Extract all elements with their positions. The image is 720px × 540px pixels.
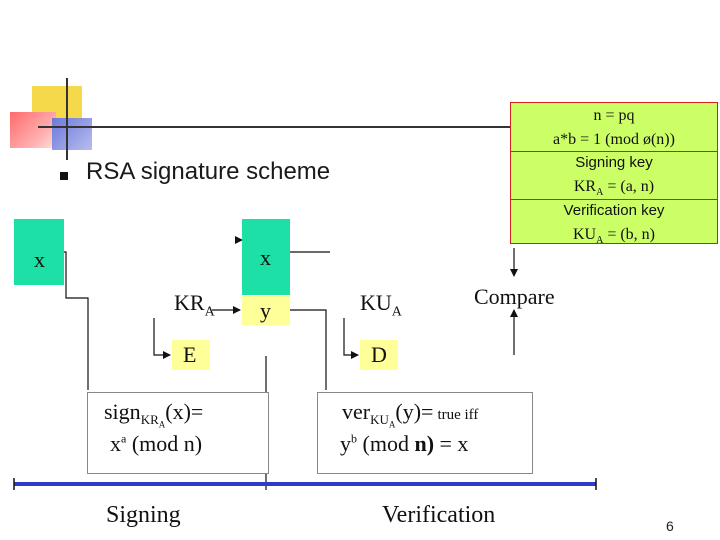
verification-formula-box: verKUA(y)=true iff yb (mod n) = x <box>317 392 533 474</box>
message-x-label: x <box>260 245 271 270</box>
key-info-box: n = pq a*b = 1 (mod ø(n)) Signing key KR… <box>510 102 718 247</box>
signing-caption: Signing <box>106 502 181 528</box>
info-separator <box>511 151 717 152</box>
input-x-label: x <box>34 247 45 272</box>
page-number: 6 <box>666 518 674 534</box>
signing-formula-line1: signKRA(x)= <box>104 399 204 430</box>
info-exponent-relation: a*b = 1 (mod ø(n)) <box>553 131 675 148</box>
input-to-signing-line <box>64 251 89 390</box>
info-verification-key-value: KUA = (b, n) <box>572 226 656 247</box>
info-separator <box>511 199 717 200</box>
signing-formula-line2: xa (mod n) <box>110 431 203 456</box>
decrypt-box: D <box>360 340 398 370</box>
signature-y-box: y <box>242 296 290 325</box>
verification-caption: Verification <box>382 502 496 528</box>
signature-y-label: y <box>260 298 271 323</box>
verification-key-label: KUA <box>360 290 402 320</box>
message-x-box: x <box>242 219 290 295</box>
info-verification-key-label: Verification key <box>563 202 665 219</box>
slide-title: RSA signature scheme <box>86 158 331 185</box>
verification-formula-line1: verKUA(y)=true iff <box>342 399 479 430</box>
encrypt-label: E <box>183 342 197 367</box>
input-x-box: x <box>14 219 64 285</box>
header-rule <box>38 126 712 128</box>
logo-vertical-line <box>66 78 68 160</box>
arrow-ku-to-d <box>343 318 359 359</box>
logo-red-square <box>10 112 56 148</box>
signing-key-label: KRA <box>174 290 215 320</box>
signing-formula-box: signKRA(x)= xa (mod n) <box>87 392 269 474</box>
info-signing-key-label: Signing key <box>575 154 653 171</box>
bullet-icon <box>60 172 68 180</box>
encrypt-box: E <box>172 340 210 370</box>
info-modulus: n = pq <box>593 107 635 124</box>
compare-label: Compare <box>474 284 555 309</box>
decrypt-label: D <box>371 342 387 367</box>
info-signing-key-value: KRA = (a, n) <box>573 178 655 199</box>
signature-y-line <box>290 309 327 390</box>
logo-blue-square <box>52 118 92 150</box>
verification-formula-line2: yb (mod n) = x <box>340 431 469 456</box>
arrow-kr-to-e <box>153 318 171 359</box>
